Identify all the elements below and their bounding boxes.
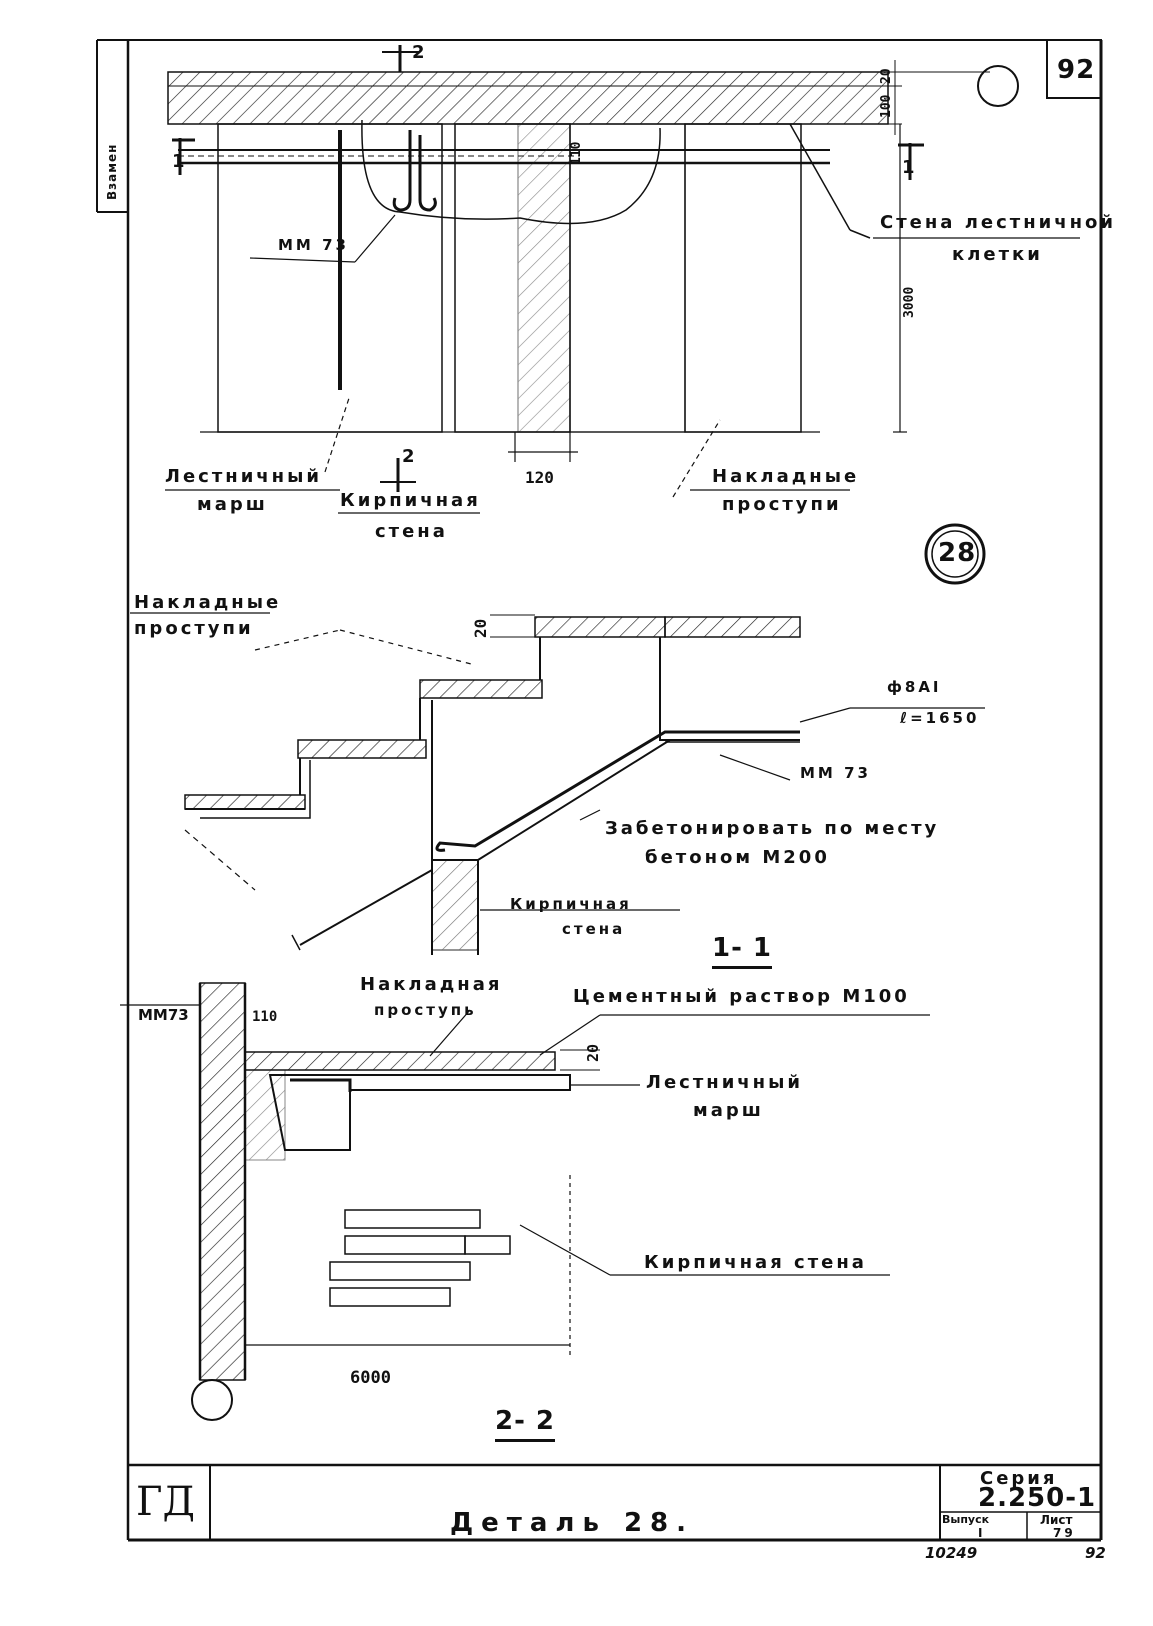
archive-number: 10249 [925, 1544, 978, 1562]
side-stamp: Взамен [105, 143, 119, 200]
dim-110-2-2: 110 [252, 1009, 278, 1025]
label-treads-plan: Накладные [712, 466, 860, 487]
label-treads-1-1-2: проступи [134, 618, 254, 639]
dim-6000: 6000 [350, 1368, 391, 1388]
series-label: Серия [980, 1468, 1058, 1489]
label-brick-wall-plan: Кирпичная [340, 490, 481, 511]
label-treads-plan-2: проступи [722, 494, 842, 515]
page-number: 92 [1057, 55, 1096, 85]
label-tread-2-2: Накладная [360, 974, 503, 995]
series-value: 2.250-1 [978, 1483, 1097, 1513]
label-mm73-1-1: ММ 73 [800, 764, 871, 782]
label-stair-wall: Стена лестничной [880, 212, 1117, 233]
label-flight-plan-2: марш [197, 494, 268, 515]
sheet-value: 79 [1053, 1526, 1076, 1540]
issue-label: Выпуск [942, 1513, 990, 1526]
label-mm73-2-2: ММ73 [138, 1006, 189, 1024]
corner-number: 92 [1085, 1544, 1106, 1562]
section-mark-2-top: 2 [412, 42, 428, 63]
label-tread-2-2-2: проступь [374, 1001, 477, 1019]
label-flight-2-2: Лестничный [646, 1072, 803, 1093]
dim-3000-plan: 3000 [902, 286, 917, 318]
plan-slab [167, 71, 889, 125]
detail-mark: 28 [938, 538, 977, 568]
section-2-2 [120, 982, 930, 1381]
plan-brick-wall [517, 123, 571, 433]
dim-20-2-2: 20 [584, 1043, 602, 1062]
section-title-2-2: 2- 2 [495, 1406, 556, 1442]
dim-120-plan: 120 [525, 468, 554, 487]
dim-110-plan: 110 [569, 141, 584, 165]
drawing-title: Деталь 28. [450, 1508, 694, 1538]
label-brick-wall-plan-2: стена [375, 521, 448, 542]
label-concrete-2: бетоном М200 [645, 847, 830, 868]
label-concrete: Забетонировать по месту [605, 818, 940, 839]
gd-logo: ГД [136, 1479, 196, 1525]
label-stair-wall-2: клетки [952, 244, 1043, 265]
section-mark-2-bottom: 2 [402, 446, 418, 467]
dim-20-1-1: 20 [471, 618, 490, 638]
rebar-length: ℓ=1650 [900, 709, 980, 727]
label-flight-2-2-2: марш [693, 1100, 764, 1121]
sheet-frame [96, 39, 1103, 1542]
rebar-spec: ф8AI [887, 678, 942, 696]
label-mortar: Цементный раствор М100 [573, 986, 910, 1007]
issue-value: I [978, 1526, 986, 1540]
label-flight-plan: Лестничный [165, 466, 322, 487]
plan-view [165, 45, 1080, 514]
section-1-1 [130, 612, 985, 955]
dim-100-plan: 100 [879, 94, 894, 118]
label-brick-wall-1-1: Кирпичная [510, 895, 632, 913]
label-brick-wall-2-2: Кирпичная стена [644, 1252, 867, 1273]
section-mark-1-left: 1 [172, 151, 188, 172]
label-treads-1-1: Накладные [134, 592, 282, 613]
dim-20-plan: 20 [879, 68, 894, 84]
section-title-1-1: 1- 1 [712, 933, 773, 969]
label-mm73-plan: ММ 73 [278, 236, 349, 254]
label-brick-wall-1-1-2: стена [562, 920, 626, 938]
section-mark-1-right: 1 [902, 157, 918, 178]
sheet-label: Лист [1040, 1513, 1073, 1527]
